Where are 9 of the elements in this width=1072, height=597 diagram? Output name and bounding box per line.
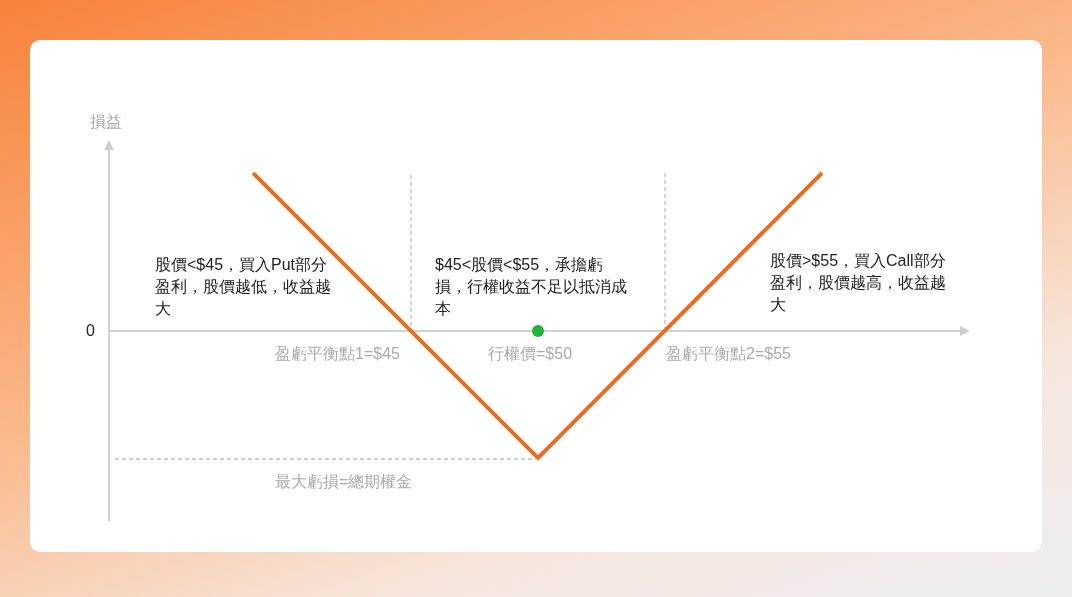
axis-label: 0 (86, 321, 96, 341)
region-note: 股價<$45，買入Put部分盈利，股價越低，收益越大 (155, 255, 332, 319)
region-note: 股價>$55，買入Call部分盈利，股價越高，收益越大 (770, 251, 947, 315)
axis-label: 最大虧損=總期權金 (275, 472, 414, 492)
axis-label: 盈虧平衡點2=$55 (666, 344, 792, 364)
region-note: $45<股價<$55，承擔虧損，行權收益不足以抵消成本 (435, 255, 628, 319)
axis-label: 損益 (90, 112, 123, 132)
axis-label: 行權價=$50 (488, 344, 574, 364)
axis-label: 盈虧平衡點1=$45 (275, 344, 401, 364)
